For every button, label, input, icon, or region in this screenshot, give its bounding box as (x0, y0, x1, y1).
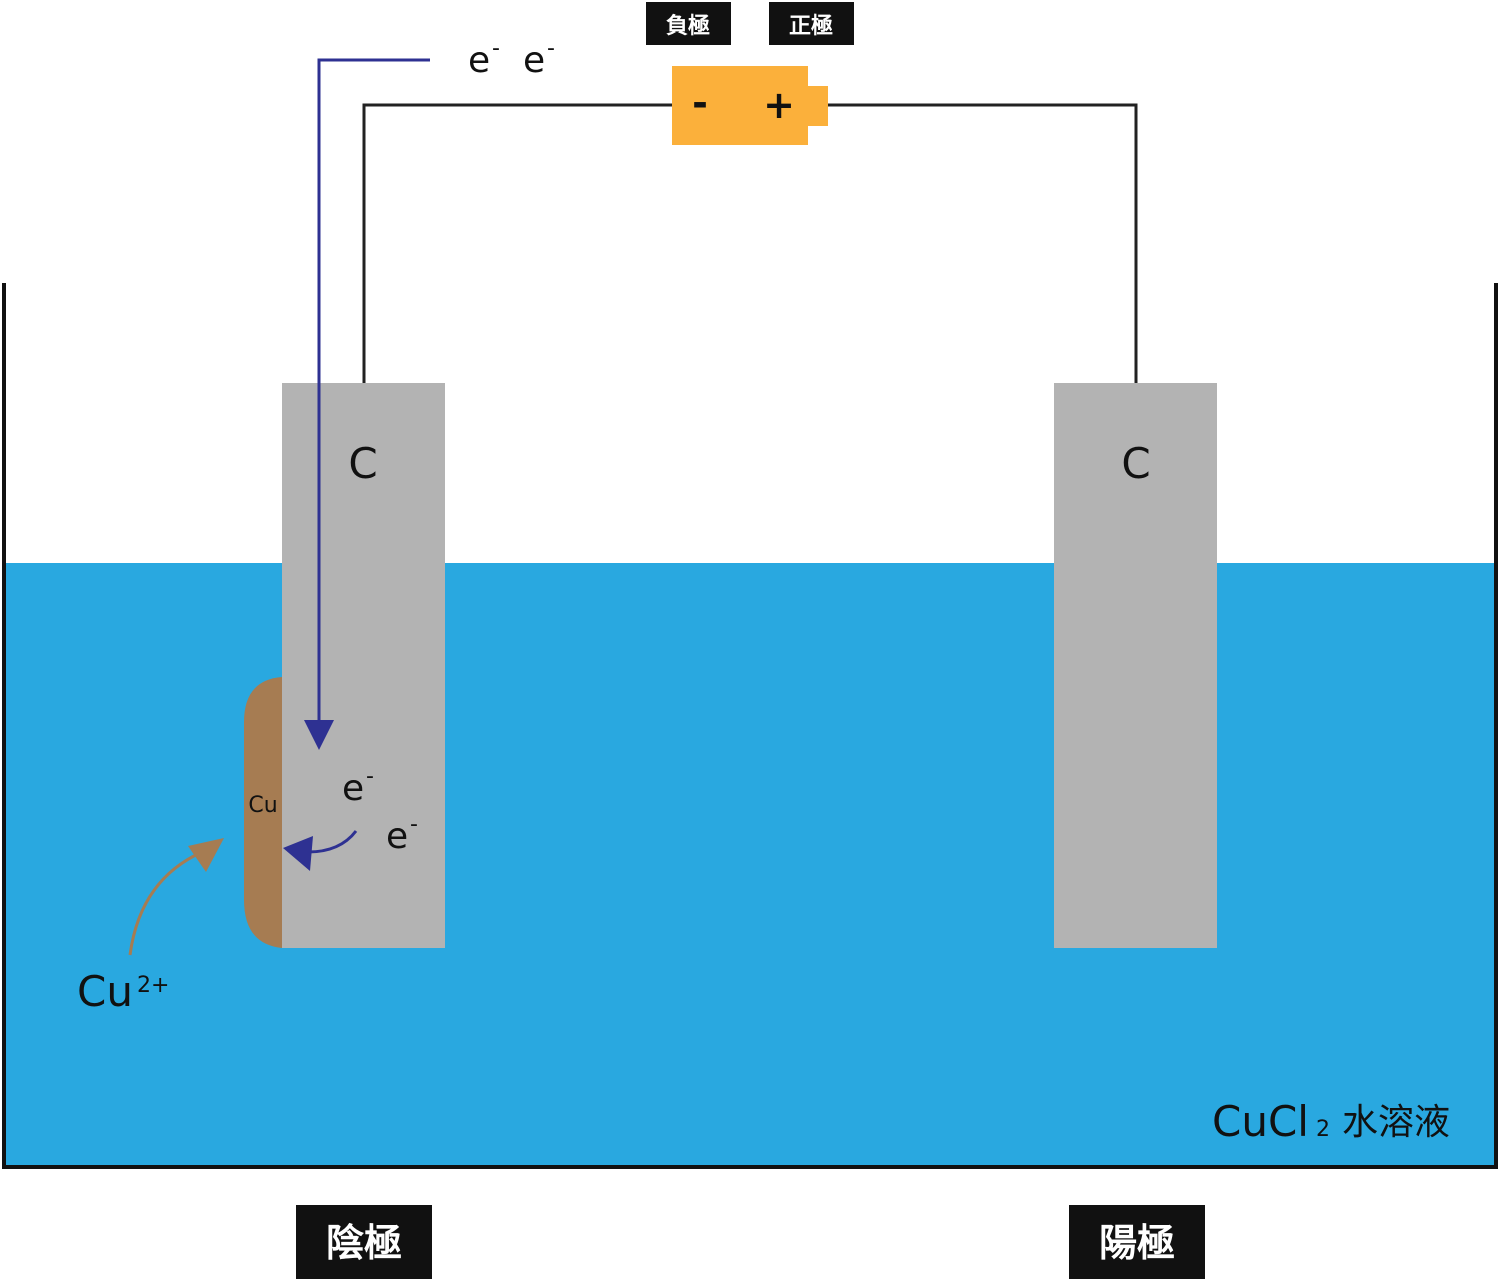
wire-right (827, 103, 1138, 383)
right-electrode-label: C (1121, 439, 1150, 488)
ion-migration-arrow (128, 850, 203, 956)
copper-deposit-label: Cu (248, 793, 277, 818)
anode-label: 陽極 (1099, 1221, 1175, 1265)
battery-body (672, 66, 808, 145)
electron-transfer-arrowhead (283, 836, 313, 871)
electron-flow-line (317, 58, 430, 722)
beaker (2, 283, 1498, 1169)
svg-text:2+: 2+ (137, 973, 169, 998)
positive-terminal-label: 正極 (789, 13, 833, 39)
svg-text:2: 2 (1316, 1117, 1330, 1142)
solution (4, 563, 1496, 1167)
svg-text:Cu: Cu (77, 967, 133, 1016)
electron-top-1: e - (468, 36, 500, 81)
copper-ion-label: Cu 2+ (77, 967, 169, 1016)
electron-top-2: e - (523, 36, 555, 81)
wire-left (362, 103, 673, 383)
negative-terminal-tag (646, 2, 731, 45)
anode-tag (1069, 1205, 1205, 1279)
svg-text:-: - (492, 36, 500, 61)
svg-text:-: - (410, 812, 418, 837)
battery-cap (808, 86, 828, 126)
left-electrode-label: C (348, 439, 377, 488)
copper-deposit (244, 677, 282, 948)
negative-terminal-label: 負極 (666, 13, 710, 39)
svg-text:水溶液: 水溶液 (1342, 1102, 1450, 1143)
battery-minus: - (692, 81, 708, 125)
svg-text:CuCl: CuCl (1212, 1097, 1309, 1146)
svg-text:e: e (468, 40, 490, 81)
svg-text:-: - (547, 36, 555, 61)
positive-terminal-tag (769, 2, 854, 45)
svg-text:e: e (523, 40, 545, 81)
svg-text:e: e (386, 816, 408, 857)
cathode-label: 陰極 (326, 1221, 402, 1265)
ion-migration-arrowhead (188, 838, 224, 872)
electron-mid-2: e - (386, 812, 418, 857)
svg-text:-: - (366, 764, 374, 789)
solution-label: CuCl 2 水溶液 (1212, 1097, 1450, 1146)
cathode-tag (296, 1205, 432, 1279)
right-electrode (1054, 383, 1217, 948)
battery-plus: + (763, 83, 795, 127)
electron-transfer-arrow (307, 830, 358, 854)
battery: - + (672, 66, 828, 145)
electron-flow-arrowhead (304, 720, 334, 750)
electron-mid-1: e - (342, 764, 374, 809)
svg-text:e: e (342, 768, 364, 809)
